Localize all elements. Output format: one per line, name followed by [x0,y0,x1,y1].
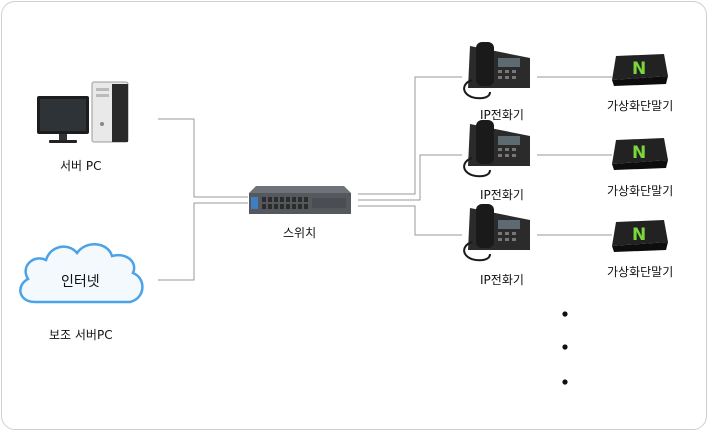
line-server-to-switch [158,118,248,198]
switch-label: 스위치 [283,226,317,240]
line-switch-to-phone-2 [358,154,462,201]
ip-phone-label-2: IP전화기 [480,188,524,202]
virtual-terminal-icon-3: N [612,220,668,252]
internet-cloud-icon [19,243,144,304]
backup-server-pc-label: 보조 서버PC [49,328,113,342]
internet-label: 인터넷 [61,274,100,290]
connection-lines [158,76,612,281]
virtual-terminal-icon-1: N [612,54,668,86]
ip-phone-label-3: IP전화기 [480,273,524,287]
ip-phone-icon-3 [463,204,530,262]
ip-phone-icon-2 [463,120,530,178]
server-pc-label: 서버 PC [60,159,102,173]
svg-text:N: N [632,225,646,245]
server-pc-icon [37,81,129,143]
virtual-terminal-label-1: 가상화단말기 [607,99,674,113]
line-switch-to-phone-3 [358,205,462,236]
svg-text:N: N [632,59,646,79]
ip-phone-label-1: IP전화기 [480,108,524,122]
ip-phone-icon-1 [463,42,530,100]
continuation-dots [562,311,568,385]
line-switch-to-phone-1 [358,76,462,195]
virtual-terminal-label-2: 가상화단말기 [607,184,674,198]
svg-text:N: N [632,143,646,163]
switch-icon [249,186,351,214]
line-internet-to-switch [158,202,248,281]
virtual-terminal-label-3: 가상화단말기 [607,265,674,279]
virtual-terminal-icon-2: N [612,138,668,170]
